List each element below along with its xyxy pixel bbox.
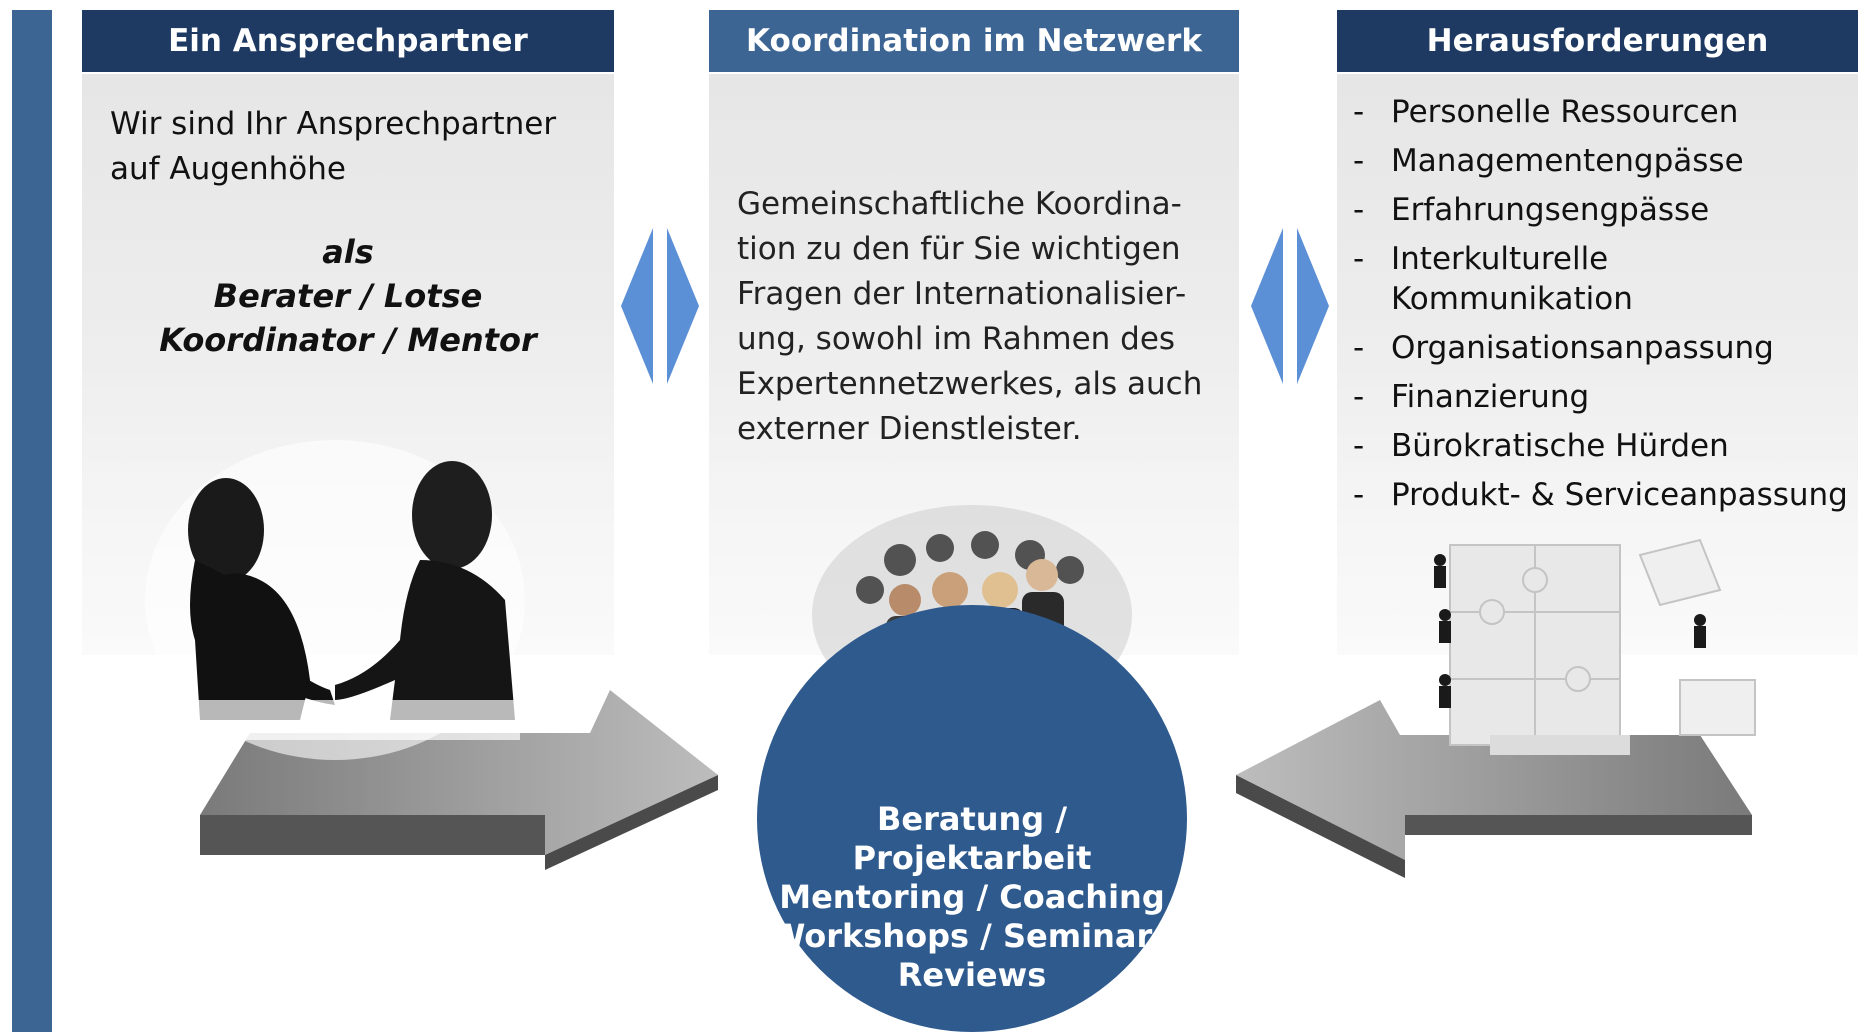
intro-line: Wir sind Ihr Ansprechpartner [110,106,557,142]
puzzle-team-illustration [1434,538,1756,755]
intro-text: Wir sind Ihr Ansprechpartner auf Augenhö… [110,102,556,192]
list-item: -Erfahrungsengpässe [1353,190,1848,230]
service-line: Mentoring / Coaching [779,878,1165,916]
handshake-silhouette-illustration [145,440,525,760]
list-item: -Personelle Ressourcen [1353,92,1848,132]
list-item: -Interkulturelle Kommunikation [1353,239,1691,319]
item-label: Bürokratische Hürden [1391,428,1729,464]
list-item: -Managementengpässe [1353,141,1848,181]
list-item: -Produkt- & Serviceanpassung [1353,475,1848,515]
connector-diamond-left [621,228,699,384]
role-line: als [322,233,374,271]
service-line: Workshops / Seminare [770,917,1174,955]
panel-title: Ein Ansprechpartner [82,10,614,72]
role-text: als Berater / Lotse Koordinator / Mentor [82,230,614,362]
list-item: -Bürokratische Hürden [1353,426,1848,466]
item-label: Personelle Ressourcen [1391,94,1739,130]
text-line: Gemeinschaftliche Koordina- [737,186,1182,222]
services-circle [757,605,1187,1032]
item-label: Erfahrungsengpässe [1391,192,1710,228]
panel-title: Koordination im Netzwerk [709,10,1239,72]
item-label: Finanzierung [1391,379,1590,415]
role-line: Koordinator / Mentor [159,321,537,359]
item-label: Interkulturelle Kommunikation [1391,241,1633,317]
bullet: - [1353,192,1365,228]
bullet: - [1353,241,1365,277]
list-item: -Organisationsanpassung [1353,328,1848,368]
panel-herausforderungen: Herausforderungen -Personelle Ressourcen… [1337,10,1858,655]
coordination-text: Gemeinschaftliche Koordina- tion zu den … [737,182,1227,452]
connector-diamond-right [1251,228,1329,384]
text-line: tion zu den für Sie wichtigen [737,231,1181,267]
bullet: - [1353,330,1365,366]
services-list: Beratung / Projektarbeit Mentoring / Coa… [757,800,1187,995]
intro-line: auf Augenhöhe [110,151,346,187]
item-label: Organisationsanpassung [1391,330,1774,366]
service-line: Reviews [897,956,1047,994]
text-line: ung, sowohl im Rahmen des [737,321,1176,357]
list-item: -Finanzierung [1353,377,1848,417]
item-label: Produkt- & Serviceanpassung [1391,477,1848,513]
text-line: externer Dienstleister. [737,411,1082,447]
bullet: - [1353,379,1365,415]
text-line: Fragen der Internationalisier- [737,276,1187,312]
service-line: Beratung / Projektarbeit [852,800,1092,877]
text-line: Expertennetzwerkes, als auch [737,366,1203,402]
arrow-right-icon [200,690,718,870]
panel-ansprechpartner: Ein Ansprechpartner Wir sind Ihr Ansprec… [82,10,614,655]
item-label: Managementengpässe [1391,143,1744,179]
bullet: - [1353,143,1365,179]
bullet: - [1353,94,1365,130]
role-line: Berater / Lotse [213,277,483,315]
bullet: - [1353,428,1365,464]
side-accent-bar [12,10,52,1032]
bullet: - [1353,477,1365,513]
challenge-list: -Personelle Ressourcen -Managementengpäs… [1353,92,1848,524]
panel-title: Herausforderungen [1337,10,1858,72]
